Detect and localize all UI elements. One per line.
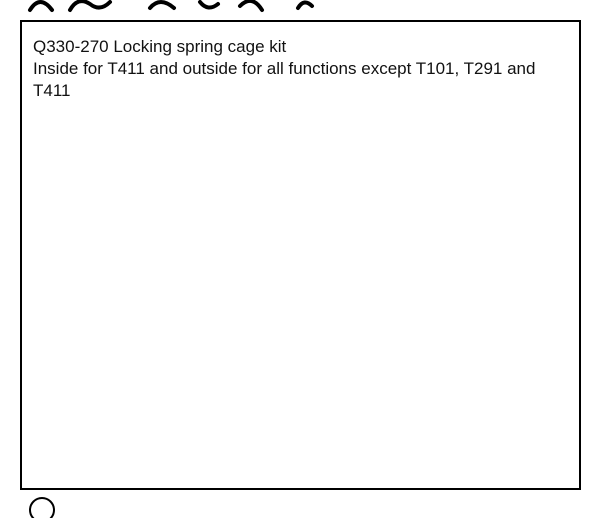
kit-caption: Q330-270 Locking spring cage kit Inside … <box>33 36 573 102</box>
cropped-top-fragments <box>28 0 314 12</box>
kit-description: Inside for T411 and outside for all func… <box>33 59 536 100</box>
cropped-bottom-circle <box>29 497 55 518</box>
kit-panel-frame <box>20 20 581 490</box>
kit-title: Q330-270 Locking spring cage kit <box>33 37 287 56</box>
